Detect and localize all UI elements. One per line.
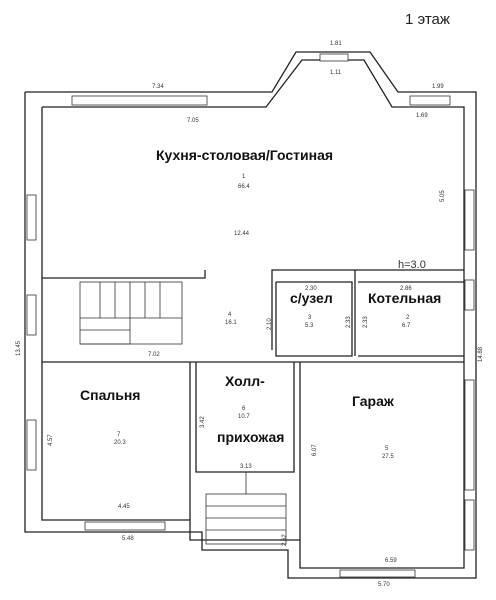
bedroom-num: 7 [117,432,121,438]
svg-text:12.44: 12.44 [234,231,250,237]
staircase [79,281,183,345]
svg-text:5.70: 5.70 [378,582,390,588]
svg-text:2.33: 2.33 [346,316,352,328]
svg-text:2.86: 2.86 [400,286,412,292]
bedroom-area: 20.3 [114,440,126,446]
interior-walls [42,269,464,540]
svg-text:2.30: 2.30 [305,286,317,292]
wc-num: 3 [308,315,312,321]
svg-text:1.11: 1.11 [330,70,342,76]
svg-text:13.45: 13.45 [16,340,22,356]
porch [205,472,287,545]
kitchen-area: 66.4 [238,184,250,190]
svg-text:2.10: 2.10 [267,318,273,330]
svg-text:5.48: 5.48 [122,536,134,542]
svg-text:7.02: 7.02 [148,352,160,358]
svg-text:1.99: 1.99 [432,84,444,90]
garage-name: Гараж [352,393,395,409]
svg-text:1.81: 1.81 [330,41,342,47]
hall-name-1: Холл- [225,373,265,389]
boiler-area: 6.7 [402,323,411,329]
stair-hall-num: 4 [228,312,232,318]
windows [26,53,475,578]
svg-text:4.45: 4.45 [118,504,130,510]
svg-text:3.13: 3.13 [240,464,252,470]
boiler-name: Котельная [368,290,441,306]
boiler-num: 2 [406,315,410,321]
svg-text:6.07: 6.07 [312,444,318,456]
bedroom-name: Спальня [80,387,140,403]
floor-title: 1 этаж [405,11,450,28]
hall-name-2: прихожая [217,429,284,445]
kitchen-name: Кухня-столовая/Гостиная [156,147,333,163]
svg-text:5.05: 5.05 [440,190,446,202]
svg-text:7.34: 7.34 [152,84,164,90]
wc-area: 5.3 [305,323,314,329]
svg-text:2.33: 2.33 [363,316,369,328]
wc-name: с/узел [290,290,333,306]
dimension-labels: 1.81 1.11 7.34 7.05 1.99 1.69 12.44 5.05… [16,41,484,588]
garage-num: 5 [385,446,389,452]
svg-text:14.88: 14.88 [478,346,484,362]
svg-text:7.05: 7.05 [187,118,199,124]
garage-area: 27.5 [382,454,394,460]
hall-num: 6 [242,406,246,412]
svg-text:4.57: 4.57 [48,434,54,446]
kitchen-num: 1 [242,174,246,180]
stair-hall-area: 16.1 [225,320,237,326]
ceiling-height: h=3.0 [398,259,426,271]
svg-text:1.69: 1.69 [416,113,428,119]
svg-text:2.62: 2.62 [282,534,288,546]
svg-text:3.42: 3.42 [200,416,206,428]
svg-text:6.59: 6.59 [385,558,397,564]
hall-area: 10.7 [238,414,250,420]
